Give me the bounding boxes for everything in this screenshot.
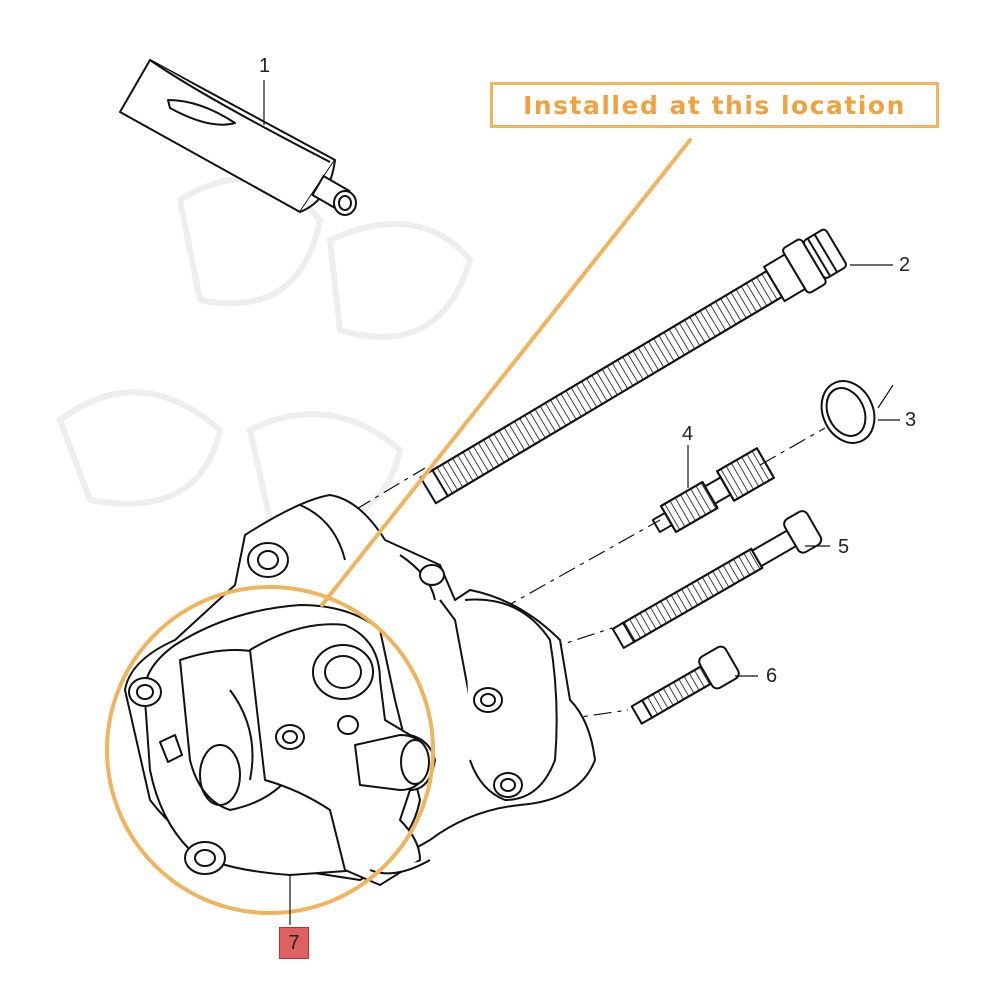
long-bolt xyxy=(419,228,847,505)
sealant-tube xyxy=(119,59,357,216)
short-bolt xyxy=(630,645,740,725)
part-number-5: 5 xyxy=(838,536,850,558)
callout-pointer xyxy=(320,138,692,607)
callout-label: Installed at this location xyxy=(523,90,906,120)
drive-shaft xyxy=(651,447,775,534)
callout-box: Installed at this location xyxy=(490,82,939,128)
part-number-6: 6 xyxy=(766,665,778,687)
watermark xyxy=(56,176,474,527)
install-location-highlight xyxy=(105,585,435,915)
medium-bolt xyxy=(611,510,823,649)
part-number-7-badge: 7 xyxy=(279,927,309,959)
part-number-2: 2 xyxy=(899,254,911,276)
part-number-1: 1 xyxy=(259,55,271,77)
oil-pump-body xyxy=(124,494,596,886)
sealing-ring xyxy=(820,380,876,444)
part-number-3: 3 xyxy=(905,409,917,431)
part-number-4: 4 xyxy=(682,423,694,445)
